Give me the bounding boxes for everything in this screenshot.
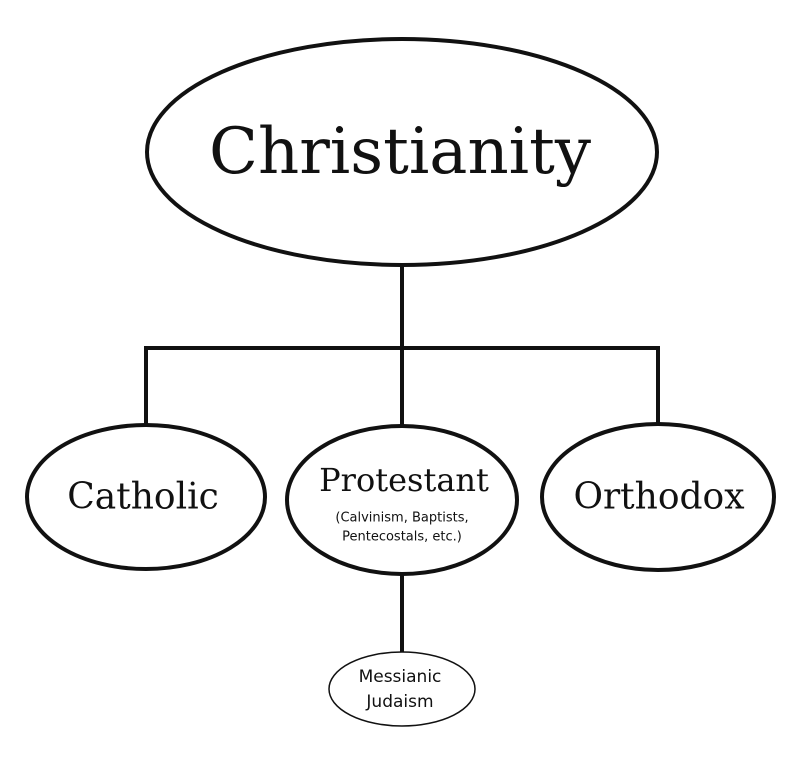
node-catholic: Catholic — [25, 423, 267, 571]
node-protestant-subtext-line-2: Pentecostals, etc.) — [342, 530, 462, 545]
node-protestant-shape — [285, 424, 519, 576]
node-orthodox: Orthodox — [540, 422, 776, 572]
node-messianic-judaism-line-1: Messianic — [359, 667, 442, 687]
node-protestant-subtext-line-1: (Calvinism, Baptists, — [335, 511, 468, 526]
node-christianity-shape — [145, 37, 659, 267]
node-christianity-label: Christianity — [209, 115, 591, 189]
node-messianic-judaism: Messianic Judaism — [328, 651, 476, 727]
node-orthodox-label: Orthodox — [573, 477, 744, 518]
node-messianic-judaism-line-2: Judaism — [365, 692, 433, 712]
node-catholic-shape — [25, 423, 267, 571]
node-protestant-label: Protestant — [319, 461, 489, 499]
node-catholic-label: Catholic — [67, 477, 219, 518]
node-messianic-judaism-shape — [328, 651, 476, 727]
node-christianity: Christianity — [145, 37, 659, 267]
node-protestant: Protestant (Calvinism, Baptists, Penteco… — [285, 424, 519, 576]
node-orthodox-shape — [540, 422, 776, 572]
connector-lines — [144, 263, 660, 653]
